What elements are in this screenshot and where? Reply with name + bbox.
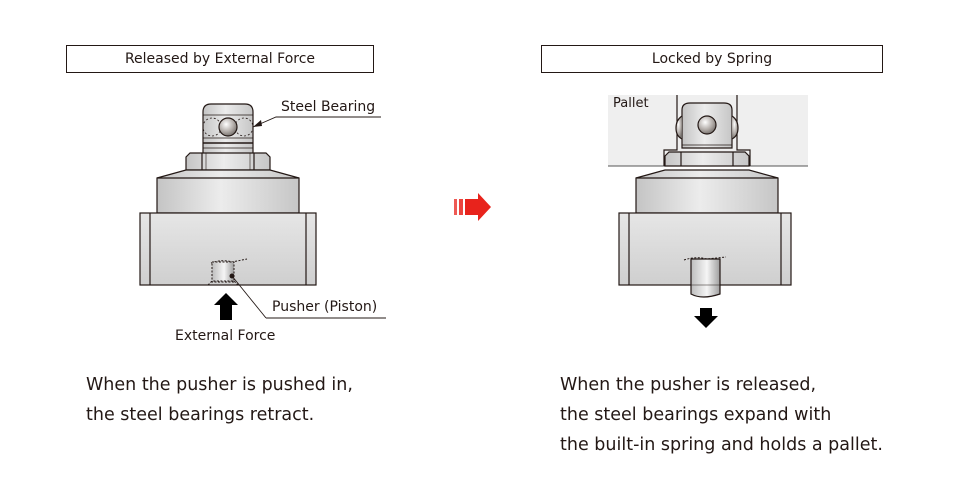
right-description: When the pusher is released, the steel b… [560, 370, 883, 460]
external-force-label: External Force [175, 328, 276, 344]
bearing-leader-line [252, 116, 381, 128]
release-direction-arrow-icon [694, 308, 718, 328]
left-steel-ball [218, 117, 238, 137]
left-description-line: the steel bearings retract. [86, 405, 315, 425]
right-device [618, 102, 792, 298]
right-arrow-icon [454, 193, 491, 221]
pallet-label: Pallet [613, 96, 649, 111]
left-description: When the pusher is pushed in, the steel … [86, 370, 353, 430]
left-upper-body [156, 169, 300, 214]
right-description-line: When the pusher is released, [560, 375, 817, 395]
right-steel-ball [697, 115, 717, 135]
right-panel-title: Locked by Spring [541, 45, 883, 73]
right-description-line: the built-in spring and holds a pallet. [560, 435, 883, 455]
pusher-leader-line [231, 275, 267, 319]
right-hex-nut [664, 151, 750, 167]
steel-bearing-label: Steel Bearing [281, 99, 376, 115]
right-description-line: the steel bearings expand with [560, 405, 832, 425]
left-panel-title: Released by External Force [66, 45, 374, 73]
right-upper-body [635, 169, 779, 214]
left-hex-nut [185, 152, 271, 171]
left-description-line: When the pusher is pushed in, [86, 375, 353, 395]
external-force-arrow-icon [214, 293, 238, 320]
left-device [139, 103, 386, 319]
left-pusher [210, 258, 248, 264]
pusher-label: Pusher (Piston) [272, 299, 378, 315]
right-pusher [690, 258, 721, 298]
